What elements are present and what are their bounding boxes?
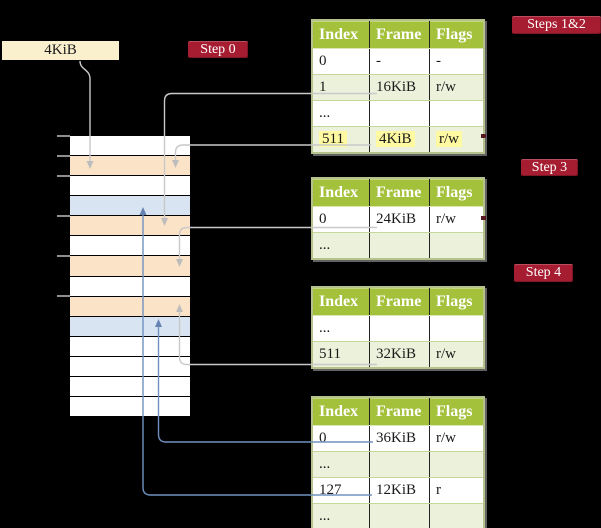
table-row: ... bbox=[313, 100, 483, 126]
page-table-l2: Index Frame Flags ... 511 32KiB r/w bbox=[311, 286, 485, 369]
cell-flags bbox=[429, 452, 483, 477]
table-row: 1 16KiB r/w bbox=[313, 74, 483, 100]
cell-index: 0 bbox=[319, 211, 327, 227]
badge-steps-1-2: Steps 1&2 bbox=[512, 16, 601, 34]
entry-marker bbox=[481, 216, 486, 220]
memory-frame-row bbox=[70, 236, 190, 256]
entry-marker bbox=[481, 134, 486, 138]
page-table-l4: Index Frame Flags 0 - - 1 16KiB r/w ... … bbox=[311, 19, 485, 154]
table-row: ... bbox=[313, 451, 483, 477]
cell-flags: r/w bbox=[429, 207, 483, 232]
table-header-row: Index Frame Flags bbox=[313, 21, 483, 49]
table-header-row: Index Frame Flags bbox=[313, 398, 483, 426]
badge-step-0: Step 0 bbox=[188, 41, 248, 58]
memory-frame-row bbox=[70, 336, 190, 356]
column-header-flags: Flags bbox=[429, 21, 483, 48]
table-row: ... bbox=[313, 232, 483, 258]
column-header-index: Index bbox=[319, 293, 359, 310]
memory-frame-row bbox=[70, 356, 190, 376]
column-header-flags: Flags bbox=[429, 179, 483, 206]
page-table-l3: Index Frame Flags 0 24KiB r/w ... bbox=[311, 177, 485, 260]
cell-index: 0 bbox=[319, 430, 327, 446]
cell-flags bbox=[429, 316, 483, 341]
cell-frame: 24KiB bbox=[369, 207, 429, 232]
column-header-frame: Frame bbox=[369, 179, 429, 206]
column-header-flags: Flags bbox=[429, 288, 483, 315]
cell-index: 0 bbox=[319, 53, 327, 69]
cell-index: ... bbox=[319, 320, 331, 336]
column-header-frame: Frame bbox=[369, 21, 429, 48]
cell-frame: - bbox=[369, 49, 429, 74]
cell-index: 127 bbox=[319, 482, 342, 498]
column-header-frame: Frame bbox=[369, 288, 429, 315]
memory-tick bbox=[57, 295, 70, 297]
memory-tick bbox=[57, 135, 70, 137]
cell-index: 511 bbox=[313, 127, 369, 152]
cell-index: ... bbox=[319, 237, 331, 253]
column-header-index: Index bbox=[319, 26, 359, 43]
memory-frame-row bbox=[70, 256, 190, 276]
memory-frame-row bbox=[70, 176, 190, 196]
memory-frame-row bbox=[70, 316, 190, 336]
cell-flags: r/w bbox=[429, 342, 483, 367]
cell-flags: r/w bbox=[429, 127, 483, 152]
memory-frame-row bbox=[70, 376, 190, 397]
table-header-row: Index Frame Flags bbox=[313, 179, 483, 207]
cell-flags bbox=[429, 101, 483, 126]
table-row: 0 - - bbox=[313, 49, 483, 74]
table-row: ... bbox=[313, 316, 483, 341]
cell-index: 511 bbox=[319, 346, 341, 362]
cell-frame: 12KiB bbox=[369, 478, 429, 503]
cell-index: ... bbox=[319, 508, 331, 524]
table-row: 0 36KiB r/w bbox=[313, 426, 483, 451]
table-row: 127 12KiB r bbox=[313, 477, 483, 503]
table-row: 0 24KiB r/w bbox=[313, 207, 483, 232]
frame-address-label: 4KiB bbox=[2, 41, 119, 60]
cell-flags: r/w bbox=[429, 75, 483, 100]
highlight: r/w bbox=[436, 131, 462, 147]
table-row: 511 32KiB r/w bbox=[313, 341, 483, 367]
cell-frame bbox=[369, 316, 429, 341]
cell-index: 1 bbox=[319, 79, 327, 95]
cell-frame: 4KiB bbox=[369, 127, 429, 152]
cell-index: ... bbox=[319, 456, 331, 472]
column-header-frame: Frame bbox=[369, 398, 429, 425]
memory-tick bbox=[57, 155, 70, 157]
memory-frame-row bbox=[70, 276, 190, 296]
badge-step-4: Step 4 bbox=[514, 264, 573, 282]
cell-flags: r/w bbox=[429, 426, 483, 451]
cell-index: ... bbox=[319, 105, 331, 121]
memory-frame-row bbox=[70, 136, 190, 156]
memory-tick bbox=[57, 175, 70, 177]
highlight: 4KiB bbox=[376, 131, 415, 147]
cell-frame: 16KiB bbox=[369, 75, 429, 100]
memory-frame-row bbox=[70, 156, 190, 176]
column-header-index: Index bbox=[319, 184, 359, 201]
cell-frame: 36KiB bbox=[369, 426, 429, 451]
table-header-row: Index Frame Flags bbox=[313, 288, 483, 316]
cell-frame bbox=[369, 452, 429, 477]
memory-tick bbox=[57, 215, 70, 217]
column-header-flags: Flags bbox=[429, 398, 483, 425]
cell-flags: - bbox=[429, 49, 483, 74]
memory-frame-row bbox=[70, 296, 190, 316]
cell-frame: 32KiB bbox=[369, 342, 429, 367]
table-row: ... bbox=[313, 503, 483, 528]
page-table-l1: Index Frame Flags 0 36KiB r/w ... 127 12… bbox=[311, 396, 485, 528]
memory-frame-row bbox=[70, 397, 190, 417]
memory-frame-row bbox=[70, 216, 190, 236]
cell-frame bbox=[369, 504, 429, 528]
highlight: 511 bbox=[319, 131, 347, 147]
cell-frame bbox=[369, 233, 429, 258]
cell-flags bbox=[429, 233, 483, 258]
column-header-index: Index bbox=[319, 403, 359, 420]
cell-frame bbox=[369, 101, 429, 126]
table-row-highlighted: 511 4KiB r/w bbox=[313, 126, 483, 152]
memory-tick bbox=[57, 255, 70, 257]
physical-memory-column bbox=[70, 136, 190, 417]
cell-flags: r bbox=[429, 478, 483, 503]
memory-frame-row bbox=[70, 196, 190, 216]
badge-step-3: Step 3 bbox=[521, 159, 578, 176]
cell-flags bbox=[429, 504, 483, 528]
